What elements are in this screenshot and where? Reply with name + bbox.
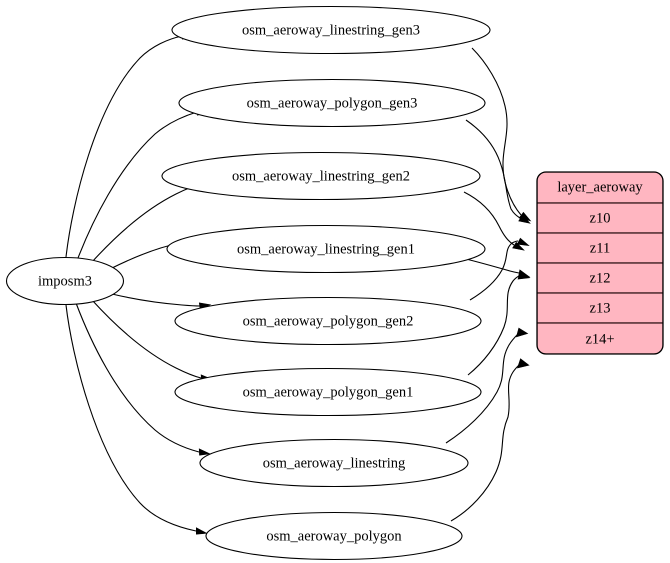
layer-aeroway-row-z13-label: z13 <box>590 300 611 316</box>
node-imposm3-label: imposm3 <box>38 273 92 289</box>
layer-aeroway-row-z14-plus[interactable] <box>537 322 663 354</box>
layer-aeroway-row-z10-label: z10 <box>590 210 611 226</box>
node-osm-aeroway-polygon-label: osm_aeroway_polygon <box>266 528 402 544</box>
node-layer-aeroway[interactable]: layer_aeroway z10 z11 z12 z13 z14+ <box>536 171 664 355</box>
edge-linestring-gen3-to-z10 <box>471 47 532 222</box>
layer-aeroway-header-label: layer_aeroway <box>557 179 643 195</box>
layer-aeroway-row-z12[interactable] <box>537 262 663 294</box>
edge-polygon-gen1-to-z12 <box>467 269 531 376</box>
layer-aeroway-outline <box>536 171 664 355</box>
node-osm-aeroway-polygon-gen2-label: osm_aeroway_polygon_gen2 <box>243 313 414 329</box>
node-osm-aeroway-polygon-gen1[interactable]: osm_aeroway_polygon_gen1 <box>174 367 482 417</box>
node-osm-aeroway-linestring-gen3-label: osm_aeroway_linestring_gen3 <box>242 22 420 38</box>
node-imposm3[interactable]: imposm3 <box>5 256 125 306</box>
node-osm-aeroway-linestring-label: osm_aeroway_linestring <box>263 455 406 471</box>
layer-aeroway-row-z10[interactable] <box>537 202 663 234</box>
edge-polygon-gen2-to-z11 <box>469 237 530 301</box>
node-osm-aeroway-polygon[interactable]: osm_aeroway_polygon <box>205 511 463 561</box>
layer-aeroway-row-z14-plus-label: z14+ <box>585 331 614 347</box>
edge-imposm3-to-polygon-gen2 <box>111 293 212 310</box>
edge-imposm3-to-linestring <box>75 302 211 456</box>
layer-aeroway-header-cell <box>537 172 663 204</box>
layer-aeroway-row-z12-label: z12 <box>590 270 611 286</box>
node-osm-aeroway-linestring-gen2-label: osm_aeroway_linestring_gen2 <box>232 168 410 184</box>
node-osm-aeroway-polygon-gen1-label: osm_aeroway_polygon_gen1 <box>243 384 414 400</box>
node-osm-aeroway-linestring[interactable]: osm_aeroway_linestring <box>199 438 469 488</box>
node-osm-aeroway-polygon-gen3[interactable]: osm_aeroway_polygon_gen3 <box>178 78 486 128</box>
edge-linestring-gen2-to-z11 <box>463 191 525 251</box>
edge-polygon-to-z14-plus <box>450 358 530 522</box>
node-osm-aeroway-polygon-gen2[interactable]: osm_aeroway_polygon_gen2 <box>174 296 482 346</box>
edge-imposm3-to-polygon <box>65 304 208 535</box>
edge-imposm3-to-linestring-gen3 <box>65 32 194 258</box>
node-osm-aeroway-linestring-gen1[interactable]: osm_aeroway_linestring_gen1 <box>166 224 486 274</box>
node-osm-aeroway-linestring-gen2[interactable]: osm_aeroway_linestring_gen2 <box>161 151 481 201</box>
layer-aeroway-row-z11-label: z11 <box>590 240 610 256</box>
node-osm-aeroway-linestring-gen1-label: osm_aeroway_linestring_gen1 <box>237 241 415 257</box>
edge-linestring-to-z13 <box>445 327 529 444</box>
node-osm-aeroway-polygon-gen3-label: osm_aeroway_polygon_gen3 <box>247 95 418 111</box>
node-osm-aeroway-linestring-gen3[interactable]: osm_aeroway_linestring_gen3 <box>171 5 491 55</box>
edges-to-layer-aeroway <box>445 47 532 522</box>
edge-polygon-gen3-to-z10 <box>465 119 531 224</box>
